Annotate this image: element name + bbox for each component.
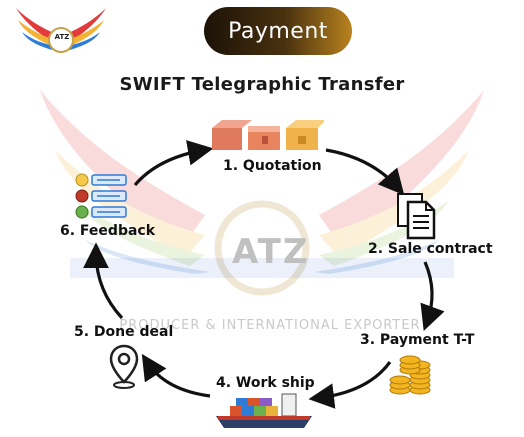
step-done-deal-label: 5. Done deal bbox=[74, 324, 174, 340]
arrow-feedback-to-quotation bbox=[133, 140, 214, 187]
boxes-icon bbox=[212, 120, 324, 150]
logo-text: ATZ bbox=[54, 33, 70, 41]
coins-icon bbox=[389, 355, 431, 395]
atz-logo bbox=[16, 8, 106, 53]
arrow-donedeal-to-feedback bbox=[83, 242, 124, 320]
arrow-workship-to-donedeal bbox=[141, 353, 211, 398]
arrow-contract-to-payment bbox=[420, 261, 445, 332]
watermark-logo-text: ATZ bbox=[232, 232, 310, 272]
step-sale-contract-label: 2. Sale contract bbox=[368, 241, 493, 257]
cargo-ship-icon bbox=[216, 393, 312, 428]
payment-header-pill: Payment bbox=[204, 7, 352, 55]
step-quotation-label: 1. Quotation bbox=[223, 158, 322, 174]
document-icon bbox=[397, 193, 436, 240]
watermark-tagline: PRODUCER & INTERNATIONAL EXPORTER bbox=[119, 318, 421, 333]
step-payment-label: 3. Payment T-T bbox=[360, 332, 475, 348]
step-work-ship-label: 4. Work ship bbox=[216, 375, 315, 391]
diagram-title: SWIFT Telegraphic Transfer bbox=[119, 74, 405, 95]
arrow-payment-to-workship bbox=[308, 361, 392, 409]
location-pin-icon bbox=[109, 344, 139, 389]
feedback-icon bbox=[75, 173, 127, 219]
arrow-quotation-to-contract bbox=[325, 148, 405, 196]
step-feedback-label: 6. Feedback bbox=[60, 223, 156, 239]
